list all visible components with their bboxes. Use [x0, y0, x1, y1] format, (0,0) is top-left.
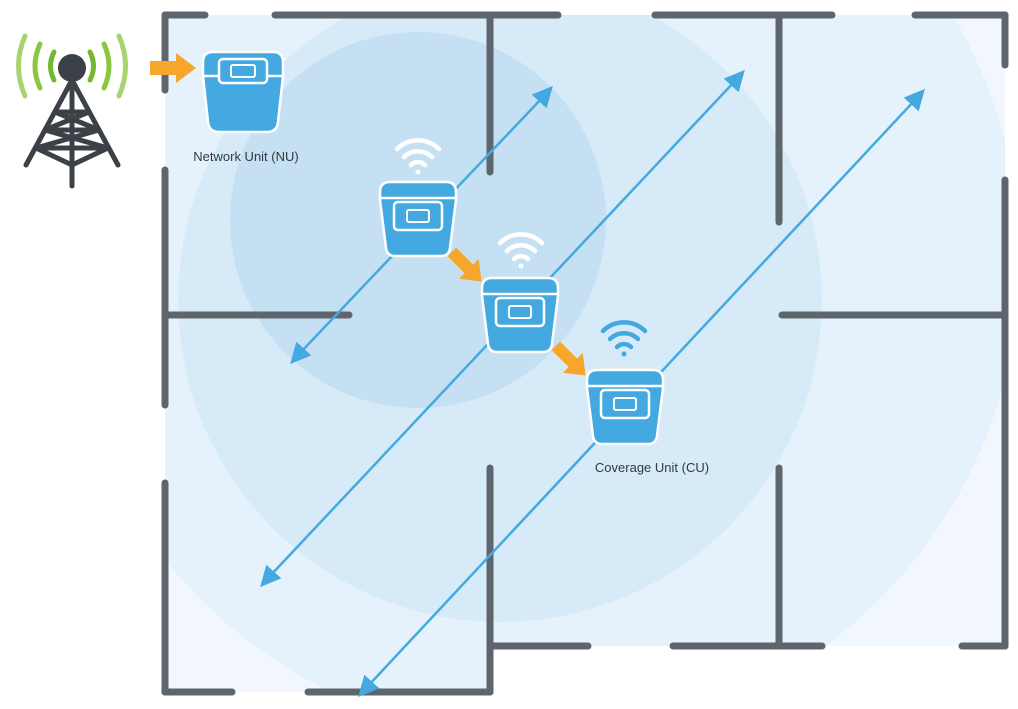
coverage-area [165, 15, 1005, 692]
wifi-signal-icon [497, 232, 545, 269]
network-unit-label: Network Unit (NU) [193, 149, 298, 164]
wifi-signal-icon [600, 320, 648, 357]
network-unit-icon [201, 50, 285, 134]
arrow-right-icon [447, 247, 482, 282]
floor-walls [161, 11, 1009, 696]
arrow-right-icon [551, 341, 586, 376]
wifi-signal-icon [394, 138, 442, 175]
arrow-right-icon [150, 53, 196, 83]
coverage-unit-label: Coverage Unit (CU) [595, 460, 709, 475]
mesh-unit-icon [480, 276, 560, 354]
cell-tower-icon [16, 33, 128, 189]
coverage-unit-icon [585, 368, 665, 446]
mesh-unit-icon [378, 180, 458, 258]
